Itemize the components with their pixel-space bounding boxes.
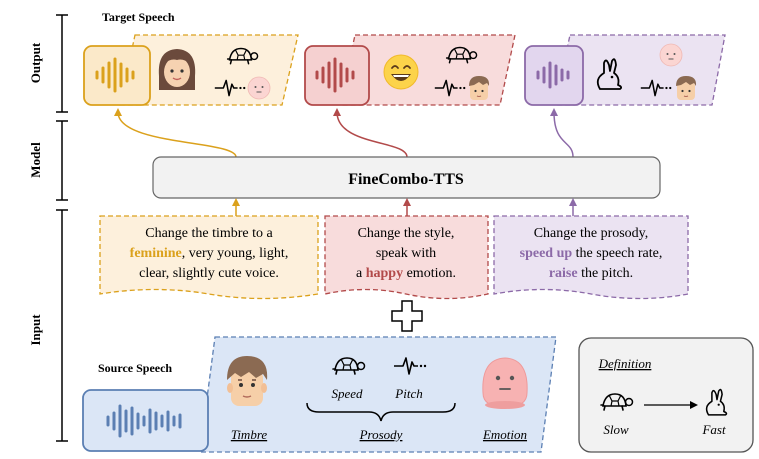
output-group-happy [304, 34, 516, 106]
fast-label: Fast [701, 422, 726, 437]
neutral-face-icon [247, 76, 271, 100]
instruction-box-prosody: Change the prosody, speed up the speech … [493, 215, 689, 300]
waveform-icon [315, 57, 355, 93]
target-waveform-box-purple [524, 45, 584, 106]
boy-face-icon [675, 75, 697, 101]
output-group-feminine [83, 34, 299, 106]
instruction-line: raise the pitch. [549, 266, 633, 281]
prosody-label: Prosody [359, 427, 403, 442]
instruction-line: Change the style, [358, 226, 455, 241]
instruction-box-timbre: Change the timbre to a feminine, very yo… [99, 215, 319, 300]
waveform-icon [95, 57, 135, 93]
neutral-face-icon [482, 357, 528, 409]
pitch-label: Pitch [394, 386, 422, 401]
instruction-line: feminine, very young, light, [130, 246, 289, 261]
instruction-line: speed up the speech rate, [520, 246, 663, 261]
definition-box [578, 337, 754, 453]
output-bracket [56, 14, 68, 113]
timbre-label: Timbre [231, 427, 268, 442]
plus-icon [391, 300, 423, 332]
instruction-line: Change the timbre to a [145, 226, 273, 241]
instruction-line: a happy emotion. [356, 266, 456, 281]
instruction-line: Change the prosody, [534, 226, 649, 241]
instruction-box-style: Change the style, speak with a happy emo… [324, 215, 489, 300]
definition-title: Definition [598, 356, 652, 371]
instruction-line: speak with [376, 246, 436, 261]
target-speech-title: Target Speech [102, 10, 175, 24]
source-speech-title: Source Speech [98, 361, 172, 375]
instruction-line: clear, slightly cute voice. [139, 266, 279, 281]
input-bracket [56, 209, 68, 442]
prosody-brace [306, 402, 456, 422]
input-section-label: Input [28, 314, 43, 346]
neutral-face-icon [659, 43, 683, 67]
output-section-label: Output [28, 42, 43, 83]
model-bracket [56, 120, 68, 201]
arrow-to-output-purple [550, 108, 574, 158]
model-section-label: Model [28, 142, 43, 178]
output-group-prosody [524, 34, 726, 106]
arrow-to-output-red [333, 108, 408, 158]
boy-face-icon [227, 356, 268, 406]
target-waveform-box-orange [83, 45, 151, 106]
waveform-icon [106, 404, 182, 438]
arrow-to-output-orange [114, 108, 237, 158]
speed-label: Speed [331, 386, 363, 401]
emotion-label: Emotion [482, 427, 527, 442]
model-name: FineCombo-TTS [348, 171, 464, 188]
boy-face-icon [468, 75, 490, 101]
girl-face-icon [158, 49, 196, 90]
slow-label: Slow [603, 422, 629, 437]
target-waveform-box-red [304, 45, 370, 106]
waveform-icon [536, 61, 570, 89]
laughing-face-icon [383, 54, 419, 90]
